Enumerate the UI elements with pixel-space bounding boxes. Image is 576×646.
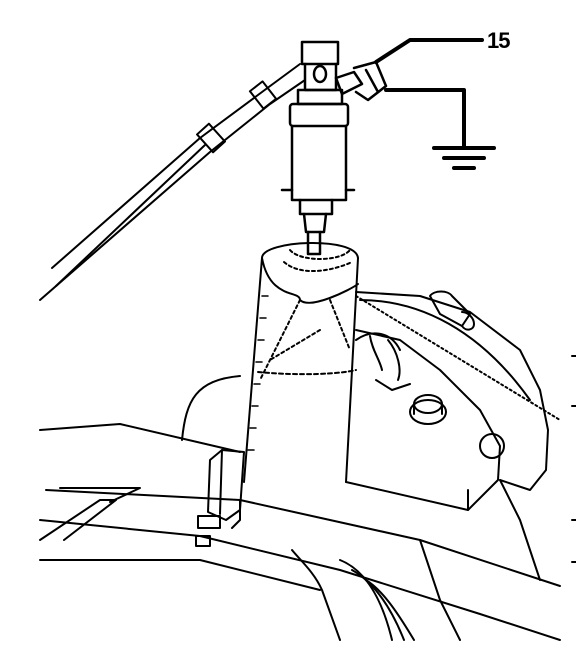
- callout-label-terminal: 15: [487, 28, 511, 53]
- ground-symbol-icon: [432, 146, 496, 170]
- injector-connector: [334, 60, 388, 102]
- wiring-leads: [374, 38, 484, 148]
- measuring-cylinder: [243, 242, 359, 483]
- graduation-marks: [247, 295, 269, 451]
- edge-ticks: [571, 355, 576, 563]
- hex-nut: [409, 394, 447, 425]
- lead-terminal-15: [374, 38, 484, 64]
- cylinder-clamp: [197, 449, 245, 529]
- fuel-hose: [39, 63, 306, 301]
- fuel-injector: [280, 40, 356, 256]
- lead-ground: [384, 88, 466, 148]
- intake-housing: [345, 290, 561, 511]
- engine-body: [39, 375, 561, 641]
